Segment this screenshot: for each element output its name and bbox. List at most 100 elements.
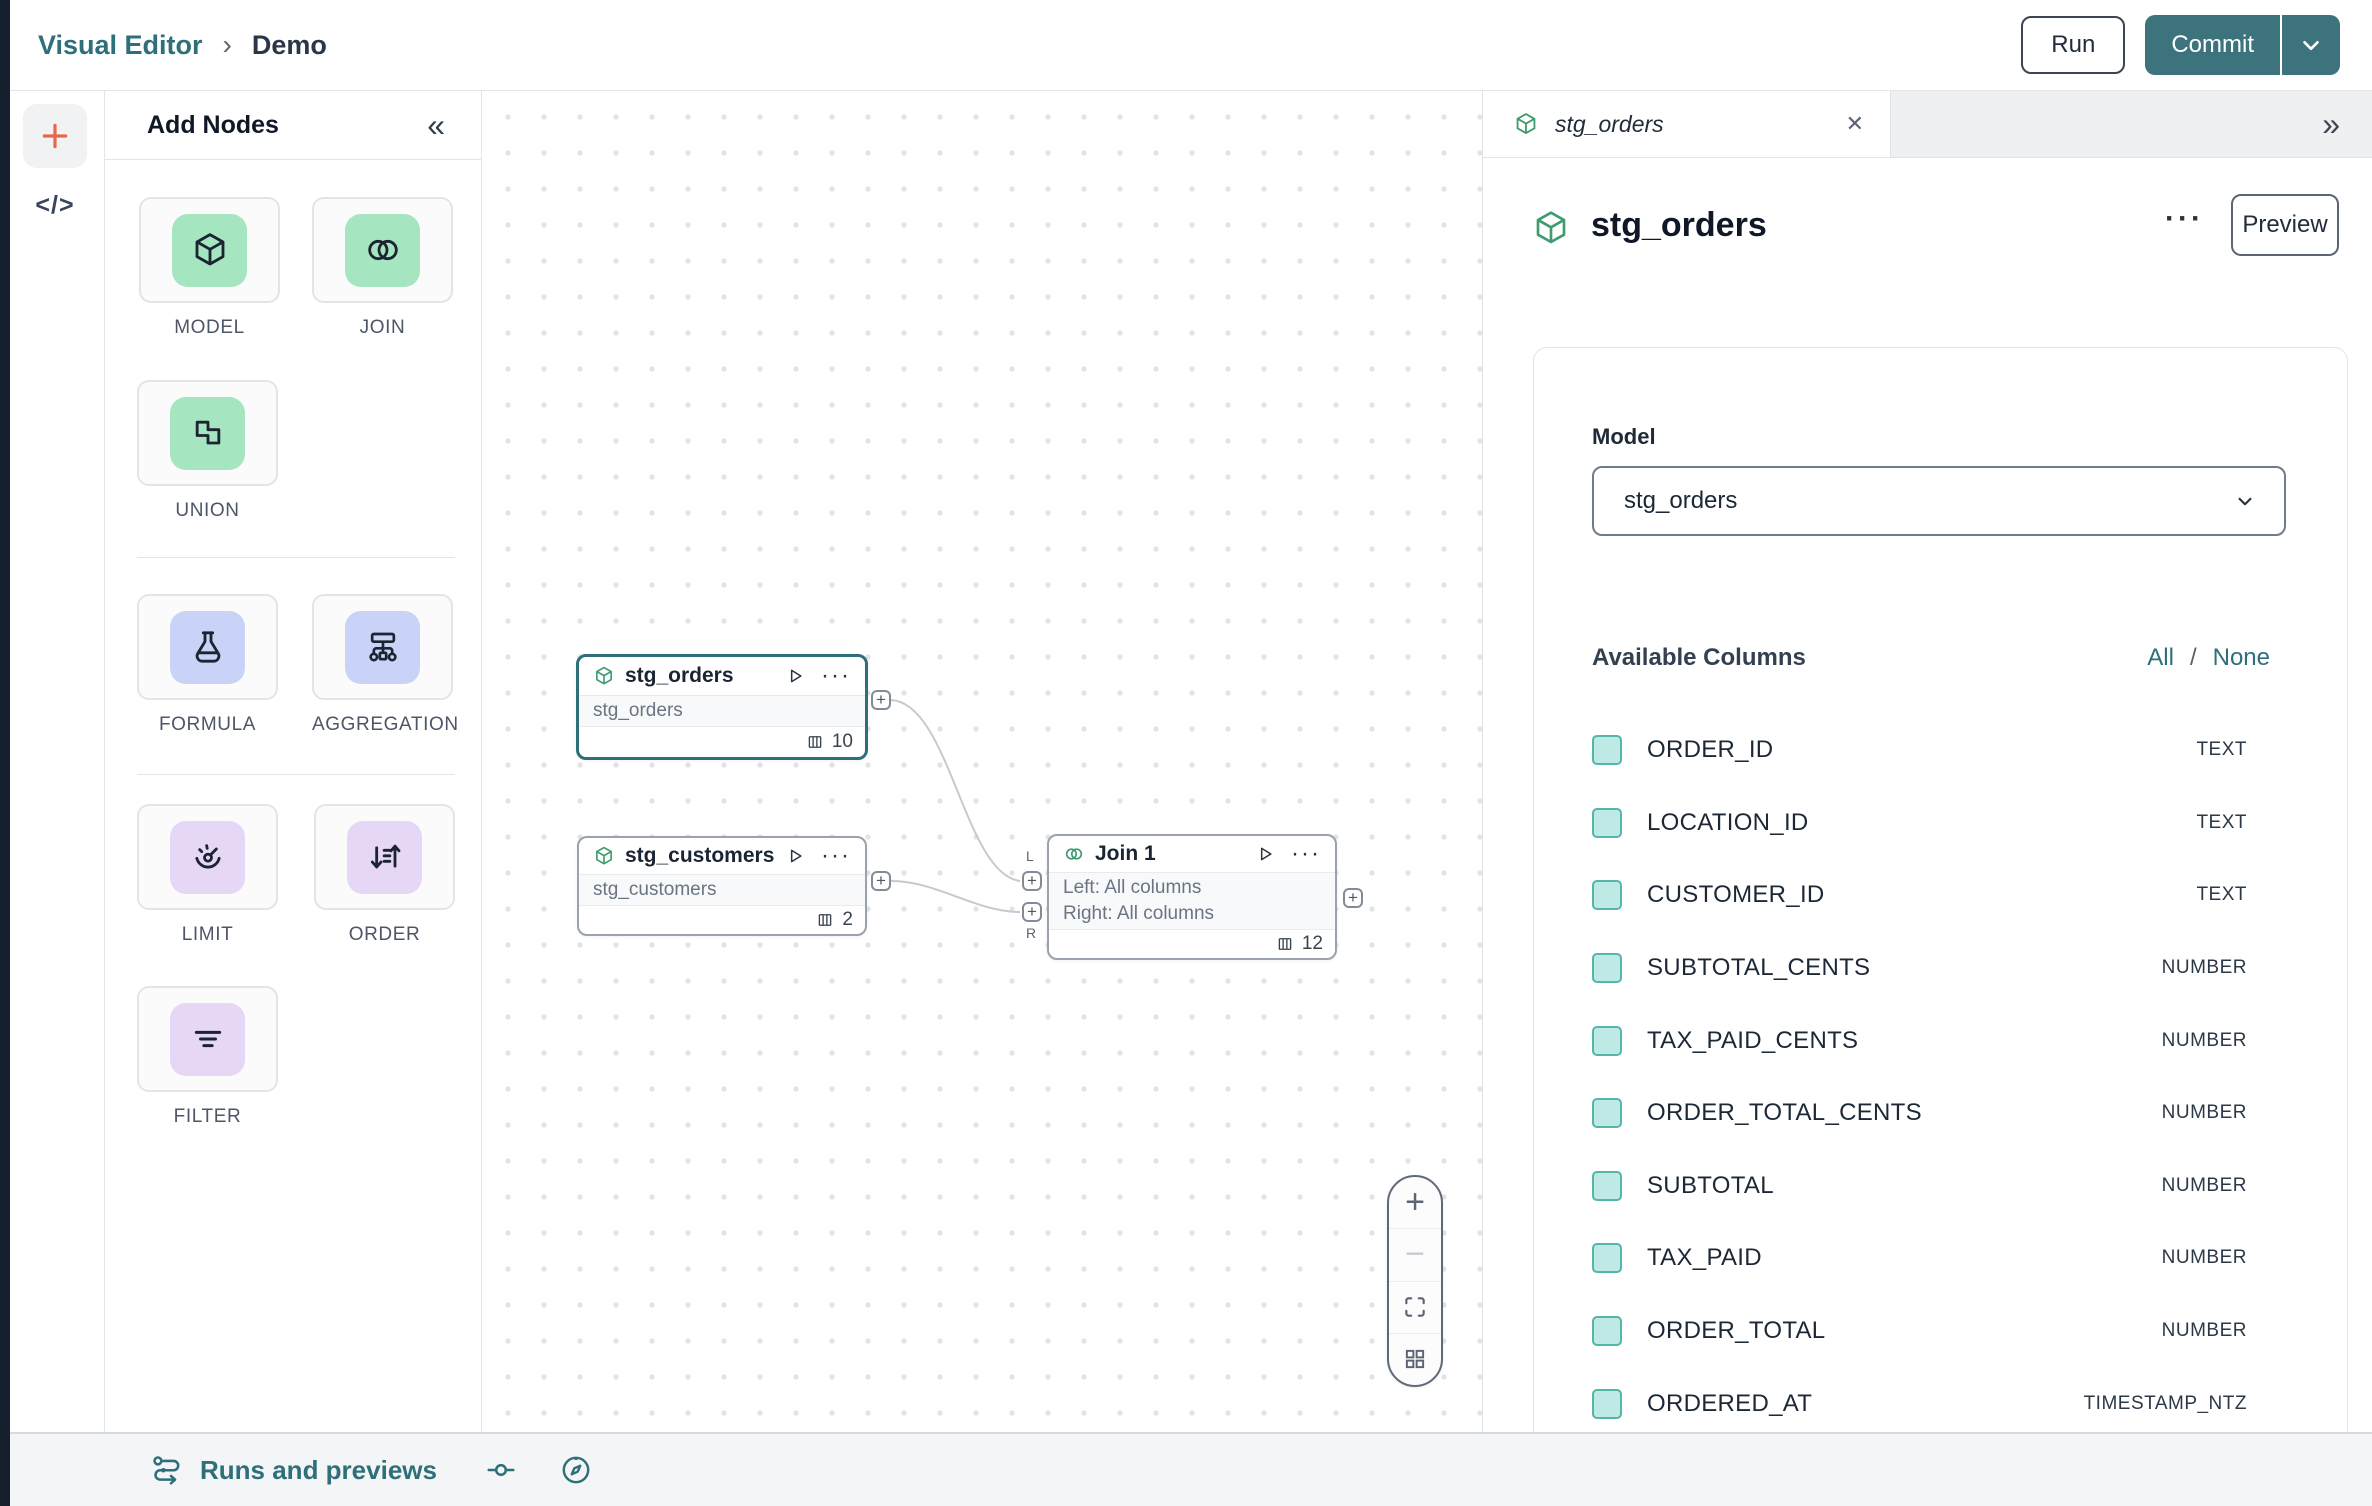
select-all-link[interactable]: All <box>2147 644 2174 671</box>
commit-divider <box>2280 15 2282 75</box>
model-cube-icon <box>172 213 247 287</box>
collapse-panel-icon[interactable]: « <box>427 106 445 143</box>
join-left-config: Left: All columns <box>1063 877 1202 899</box>
node-stg-orders[interactable]: stg_orders ··· stg_orders 10 <box>576 654 868 760</box>
panel-tab-bar: stg_orders ✕ » <box>1483 91 2372 158</box>
column-type: TIMESTAMP_NTZ <box>2083 1392 2247 1414</box>
tab-stg-orders[interactable]: stg_orders ✕ <box>1483 91 1891 157</box>
palette-item-model[interactable]: MODEL <box>139 197 280 339</box>
column-row: ORDER_TOTAL_CENTS NUMBER <box>1592 1077 2247 1150</box>
join-card[interactable] <box>312 197 453 303</box>
select-none-link[interactable]: None <box>2212 644 2270 671</box>
node-menu-icon[interactable]: ··· <box>821 662 851 690</box>
formula-label: FORMULA <box>158 714 257 735</box>
model-select-value: stg_orders <box>1624 487 1738 514</box>
add-node-rail-button[interactable] <box>23 104 87 168</box>
auto-layout-button[interactable] <box>1389 1334 1441 1385</box>
available-columns-header: Available Columns All / None <box>1592 644 2286 672</box>
model-select[interactable]: stg_orders <box>1592 466 2286 536</box>
zoom-out-button[interactable]: − <box>1389 1229 1441 1282</box>
top-actions: Run Commit <box>2021 15 2372 75</box>
node-join-1[interactable]: Join 1 ··· Left: All columns Right: All … <box>1047 834 1337 960</box>
column-name: SUBTOTAL_CENTS <box>1647 954 1871 982</box>
palette-divider <box>137 774 455 775</box>
plus-icon <box>39 120 71 152</box>
column-type: NUMBER <box>2161 1247 2247 1269</box>
palette-item-order[interactable]: ORDER <box>314 804 455 946</box>
formula-flask-icon <box>170 610 245 684</box>
pipeline-canvas[interactable]: stg_orders ··· stg_orders 10 + <box>482 91 1482 1432</box>
palette-item-join[interactable]: JOIN <box>312 197 453 339</box>
column-row: TAX_PAID NUMBER <box>1592 1222 2247 1295</box>
node-body: stg_customers <box>579 874 865 907</box>
limit-card[interactable] <box>137 804 278 910</box>
node-stg-orders-output-port[interactable]: + <box>871 690 891 710</box>
column-checkbox[interactable] <box>1592 1098 1622 1129</box>
node-stg-customers[interactable]: stg_customers ··· stg_customers 2 <box>577 836 867 936</box>
compass-icon[interactable] <box>559 1453 593 1487</box>
node-menu-icon[interactable]: ··· <box>1291 840 1321 868</box>
union-card[interactable] <box>137 380 278 486</box>
column-checkbox[interactable] <box>1592 1170 1622 1201</box>
column-checkbox[interactable] <box>1592 735 1622 766</box>
node-footer: 10 <box>579 727 865 757</box>
palette-item-aggregation[interactable]: AGGREGATION <box>312 594 458 736</box>
column-row: TAX_PAID_CENTS NUMBER <box>1592 1004 2247 1077</box>
runs-and-previews-button[interactable]: Runs and previews <box>150 1453 437 1487</box>
zoom-in-button[interactable]: + <box>1389 1177 1441 1230</box>
filter-card[interactable] <box>137 986 278 1092</box>
breadcrumb-visual-editor[interactable]: Visual Editor <box>38 29 203 60</box>
join-right-input-port[interactable]: + <box>1022 902 1042 922</box>
palette-divider <box>137 557 455 558</box>
node-stg-customers-output-port[interactable]: + <box>871 871 891 891</box>
join-label: JOIN <box>359 317 406 338</box>
column-checkbox[interactable] <box>1592 807 1622 838</box>
order-label: ORDER <box>348 924 421 945</box>
column-checkbox[interactable] <box>1592 880 1622 911</box>
palette-item-formula[interactable]: FORMULA <box>137 594 278 736</box>
column-name: SUBTOTAL <box>1647 1171 1774 1199</box>
model-cube-icon <box>1513 111 1539 137</box>
chevron-down-icon <box>2232 488 2258 514</box>
column-row: CUSTOMER_ID TEXT <box>1592 859 2247 932</box>
add-nodes-title: Add Nodes <box>147 110 279 139</box>
formula-card[interactable] <box>137 594 278 700</box>
preview-button[interactable]: Preview <box>2231 194 2339 256</box>
column-checkbox[interactable] <box>1592 1316 1622 1347</box>
columns-list: ORDER_ID TEXT LOCATION_ID TEXT CUSTOMER_… <box>1592 714 2247 1432</box>
palette-item-limit[interactable]: LIMIT <box>137 804 278 946</box>
join-circles-icon <box>345 213 420 287</box>
column-checkbox[interactable] <box>1592 1388 1622 1419</box>
join-left-port-label: L <box>1026 848 1034 864</box>
join-right-port-label: R <box>1026 925 1037 941</box>
join-left-input-port[interactable]: + <box>1022 871 1042 891</box>
breadcrumb-separator-icon: › <box>222 29 232 60</box>
run-node-icon[interactable] <box>785 666 805 686</box>
run-node-icon[interactable] <box>1255 844 1275 864</box>
column-count: 10 <box>831 731 853 753</box>
aggregation-card[interactable] <box>312 594 453 700</box>
columns-icon <box>816 911 834 929</box>
join-output-port[interactable]: + <box>1343 888 1363 908</box>
column-checkbox[interactable] <box>1592 953 1622 984</box>
model-card[interactable] <box>139 197 280 303</box>
edge-connectors <box>890 699 1021 913</box>
run-node-icon[interactable] <box>785 846 805 866</box>
palette-item-union[interactable]: UNION <box>137 380 278 522</box>
column-checkbox[interactable] <box>1592 1025 1622 1056</box>
commit-dropdown-button[interactable] <box>2282 15 2340 75</box>
palette-item-filter[interactable]: FILTER <box>137 986 278 1128</box>
commit-button[interactable]: Commit <box>2171 31 2254 58</box>
column-count: 2 <box>842 909 853 931</box>
run-button[interactable]: Run <box>2021 16 2126 74</box>
commit-node-icon[interactable] <box>485 1454 517 1486</box>
commit-split-button: Commit <box>2145 15 2340 75</box>
column-checkbox[interactable] <box>1592 1243 1622 1274</box>
close-tab-icon[interactable]: ✕ <box>1845 111 1864 136</box>
order-card[interactable] <box>314 804 455 910</box>
fit-view-button[interactable] <box>1389 1282 1441 1334</box>
node-menu-icon[interactable]: ··· <box>821 842 851 870</box>
code-view-button[interactable]: </> <box>35 191 75 219</box>
panel-menu-icon[interactable]: ··· <box>2165 202 2204 235</box>
expand-panel-icon[interactable]: » <box>2322 105 2340 142</box>
